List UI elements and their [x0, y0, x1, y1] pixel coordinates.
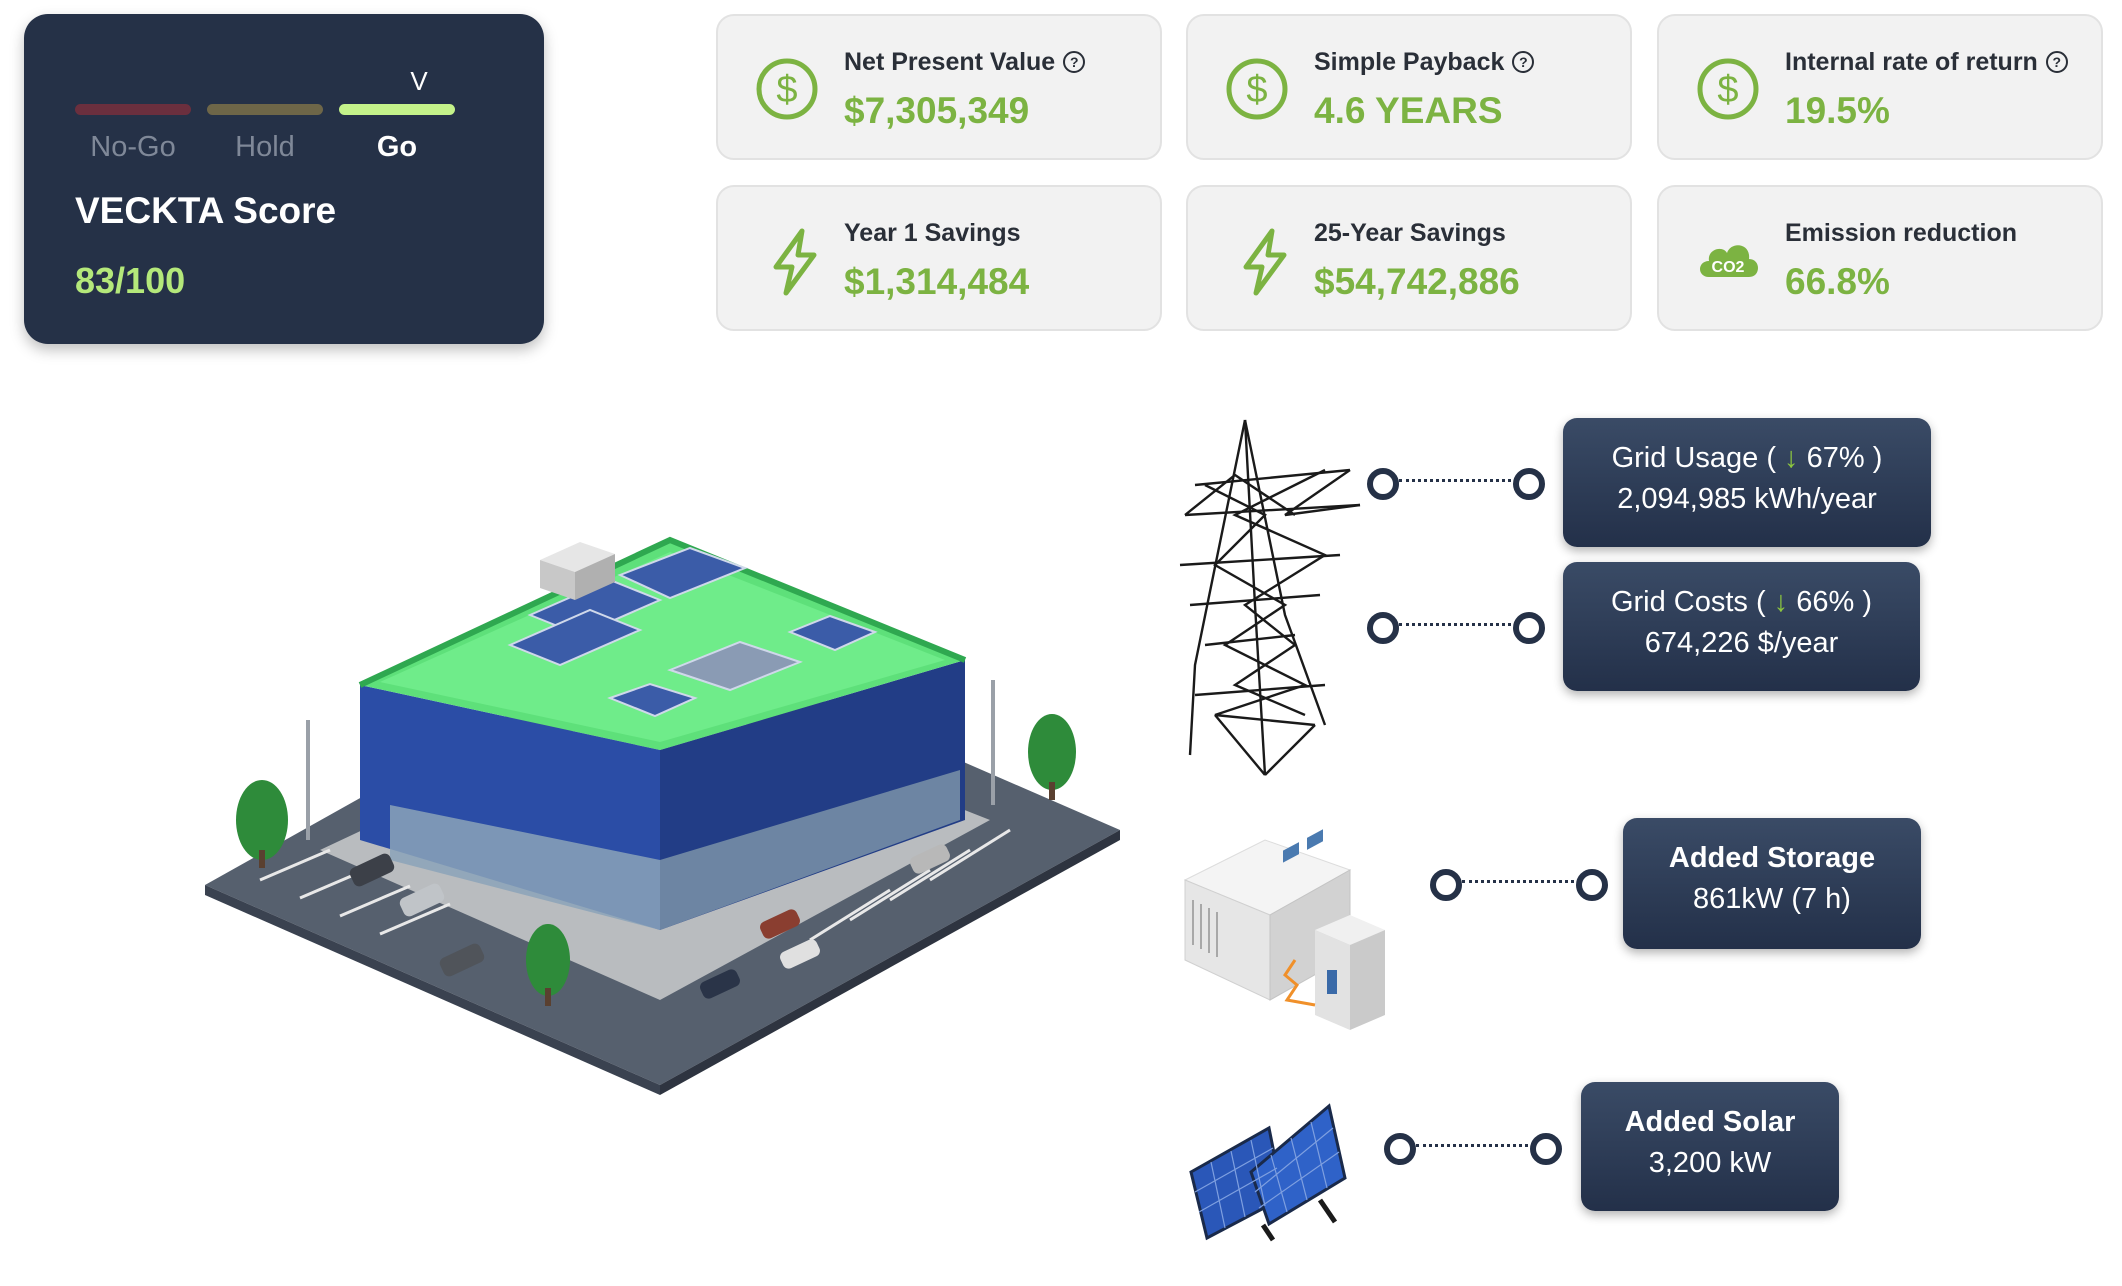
help-icon[interactable]: ? [1063, 51, 1086, 73]
metric-card-year1-savings: Year 1 Savings $1,314,484 [716, 185, 1162, 331]
grid-costs-value: 674,226 $/year [1644, 627, 1839, 659]
metric-value: $54,742,886 [1314, 261, 1520, 302]
metric-label: Simple Payback? [1314, 48, 1535, 77]
solar-panel-icon [1189, 1103, 1347, 1242]
hold-label: Hold [235, 131, 295, 163]
metric-card-emission: CO2 Emission reduction 66.8% [1657, 185, 2103, 331]
grid-costs-title: Grid Costs ( ↓ 66% ) [1610, 586, 1873, 618]
metric-label: 25-Year Savings [1314, 219, 1506, 247]
co2-cloud-icon: CO2 [1700, 245, 1758, 277]
dollar-circle-icon: $ [1226, 58, 1288, 120]
dollar-circle-icon: $ [756, 58, 818, 120]
grid-usage-title: Grid Usage ( ↓ 67% ) [1611, 442, 1883, 474]
added-storage-value: 861kW (7 h) [1693, 883, 1851, 915]
metric-value: $1,314,484 [844, 261, 1030, 302]
svg-text:$: $ [1717, 69, 1738, 111]
lightning-bolt-icon [1243, 228, 1287, 296]
score-value: 83/100 [75, 260, 186, 301]
grid-usage-box: Grid Usage ( ↓ 67% ) 2,094,985 kWh/year [1563, 418, 1931, 547]
grid-usage-value: 2,094,985 kWh/year [1617, 483, 1877, 515]
go-label: Go [376, 131, 418, 163]
svg-text:CO2: CO2 [1712, 259, 1745, 276]
connector-line [1462, 880, 1580, 883]
hold-bar [207, 104, 323, 115]
svg-text:$: $ [776, 69, 797, 111]
metric-card-25yr-savings: 25-Year Savings $54,742,886 [1186, 185, 1632, 331]
battery-storage-icon [1183, 829, 1385, 1030]
metric-label: Internal rate of return? [1785, 48, 2068, 77]
metric-value: $7,305,349 [844, 90, 1030, 131]
added-solar-value: 3,200 kW [1648, 1147, 1772, 1179]
metric-label: Emission reduction [1785, 219, 2017, 247]
connector-line [1399, 623, 1517, 626]
building-illustration [205, 536, 1120, 1095]
connector-node [1576, 869, 1608, 901]
score-title: VECKTA Score [75, 190, 337, 231]
connector-node [1384, 1133, 1416, 1165]
help-icon[interactable]: ? [2045, 51, 2068, 73]
arrow-down-icon: ↓ [1773, 586, 1789, 618]
metric-value: 4.6 YEARS [1314, 90, 1503, 131]
metric-label: Net Present Value? [844, 48, 1086, 77]
added-solar-title: Added Solar [1624, 1106, 1796, 1138]
veckta-score-card: V No-Go Hold Go VECKTA Score 83/100 [24, 14, 544, 344]
metric-value: 19.5% [1785, 90, 1890, 131]
no-go-bar [75, 104, 191, 115]
connector-node [1513, 612, 1545, 644]
connector-node [1367, 468, 1399, 500]
grid-costs-box: Grid Costs ( ↓ 66% ) 674,226 $/year [1563, 562, 1920, 691]
metric-card-payback: $ Simple Payback? 4.6 YEARS [1186, 14, 1632, 160]
connector-node [1513, 468, 1545, 500]
connector-node [1367, 612, 1399, 644]
metric-value: 66.8% [1785, 261, 1890, 302]
metric-card-npv: $ Net Present Value? $7,305,349 [716, 14, 1162, 160]
connector-node [1530, 1133, 1562, 1165]
arrow-down-icon: ↓ [1784, 442, 1799, 474]
svg-text:$: $ [1246, 69, 1267, 111]
go-bar [339, 104, 455, 115]
transmission-tower-icon [1179, 419, 1361, 776]
no-go-label: No-Go [90, 131, 176, 163]
added-storage-title: Added Storage [1668, 842, 1876, 874]
lightning-bolt-icon [773, 228, 817, 296]
metric-card-irr: $ Internal rate of return? 19.5% [1657, 14, 2103, 160]
added-solar-box: Added Solar 3,200 kW [1581, 1082, 1839, 1211]
metric-label: Year 1 Savings [844, 219, 1021, 247]
help-icon[interactable]: ? [1512, 51, 1535, 73]
dollar-circle-icon: $ [1697, 58, 1759, 120]
added-storage-box: Added Storage 861kW (7 h) [1623, 818, 1921, 949]
connector-line [1416, 1144, 1534, 1147]
connector-node [1430, 869, 1462, 901]
connector-line [1399, 479, 1517, 482]
verdict-marker: V [410, 66, 428, 96]
